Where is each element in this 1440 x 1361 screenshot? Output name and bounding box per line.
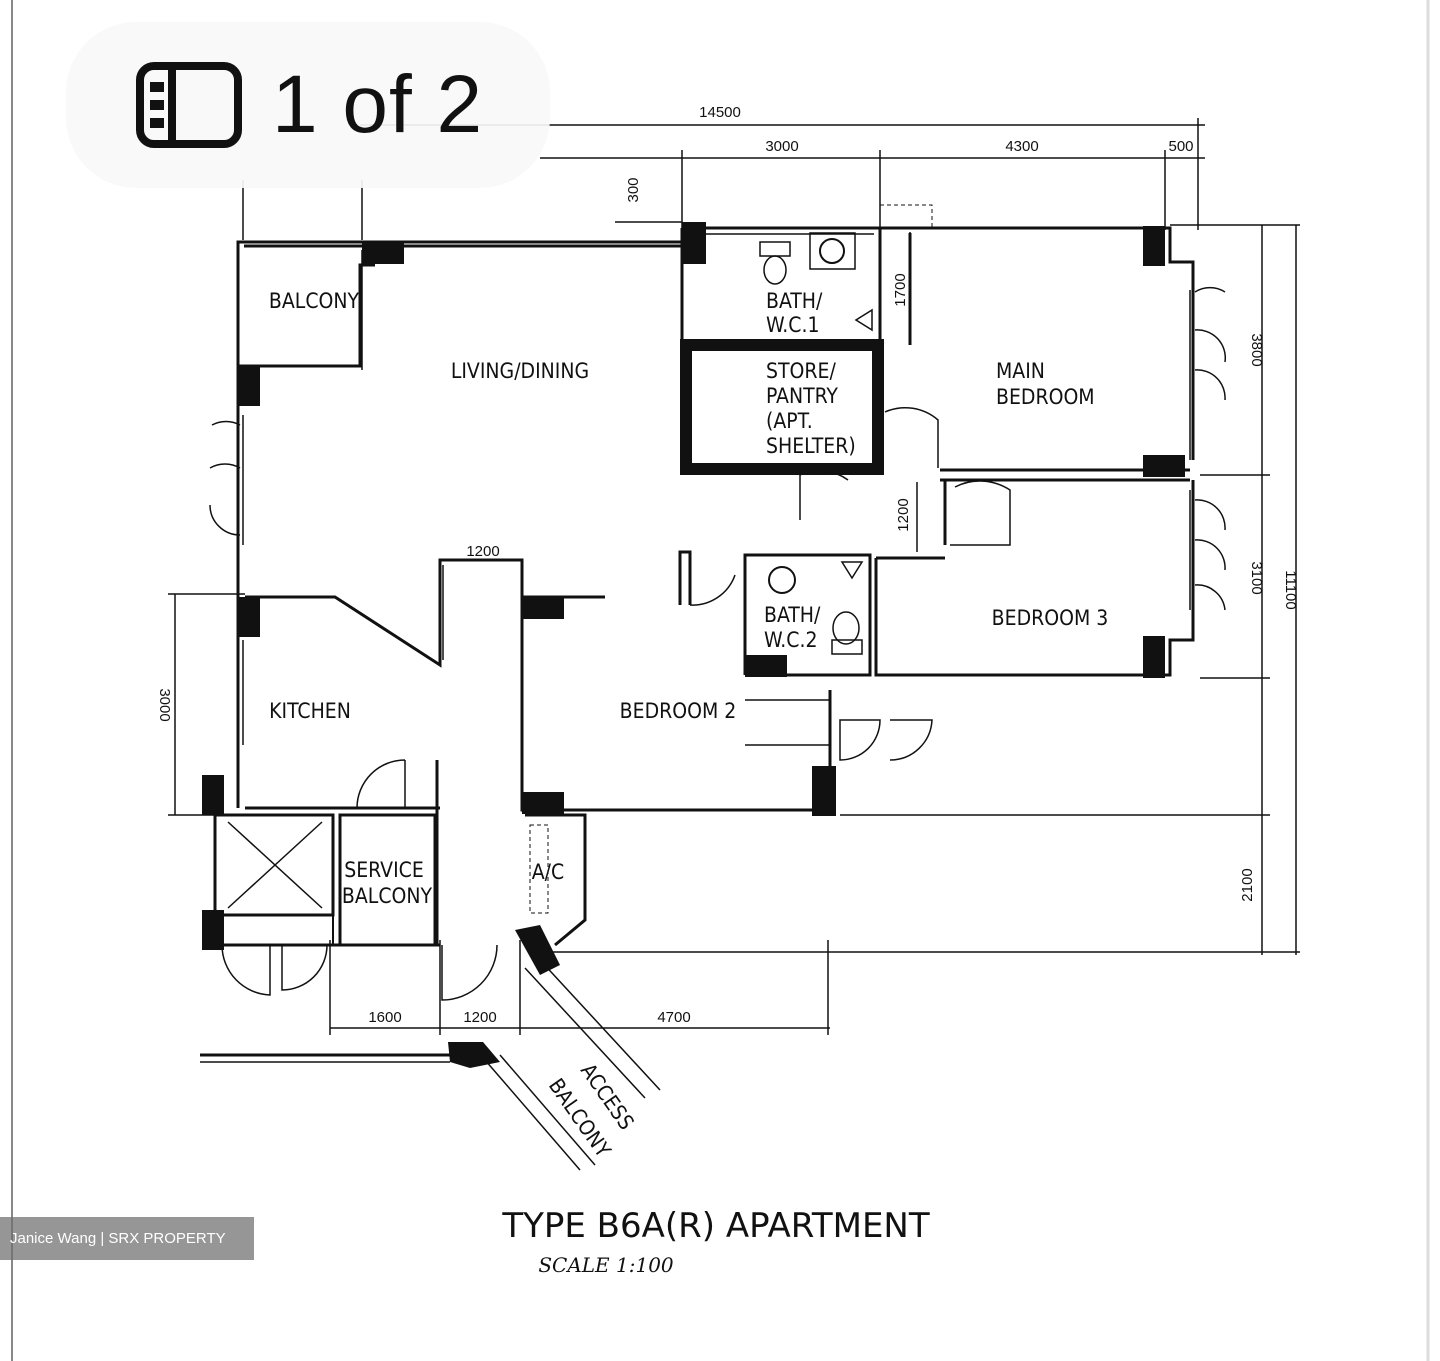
label-bath2-line1: BATH/ — [764, 603, 821, 627]
dim-11100: 11100 — [1282, 570, 1299, 610]
label-bedroom-3: BEDROOM 3 — [992, 606, 1109, 630]
label-service-line1: SERVICE — [344, 858, 424, 882]
dim-1700: 1700 — [892, 273, 909, 306]
label-bath1-line1: BATH/ — [766, 289, 823, 313]
label-store-line4: SHELTER) — [766, 434, 856, 458]
label-balcony: BALCONY — [269, 289, 360, 313]
dim-4300: 4300 — [1005, 138, 1038, 155]
walls — [200, 226, 1195, 1171]
label-main-bedroom-line1: MAIN — [996, 359, 1045, 383]
label-store-line3: (APT. — [766, 409, 813, 433]
interior-dimensions: 1700 1200 1200 — [466, 232, 918, 746]
bath-fixtures — [759, 232, 873, 655]
plan-title-block: TYPE B6A(R) APARTMENT SCALE 1:100 — [501, 1206, 930, 1277]
structural-columns — [202, 222, 1185, 1068]
photo-credit: Janice Wang | SRX PROPERTY — [0, 1217, 254, 1260]
dim-total-width: 14500 — [699, 104, 741, 121]
dim-2100: 2100 — [1239, 868, 1256, 901]
label-store-line1: STORE/ — [766, 359, 836, 383]
image-counter[interactable]: 1 of 2 — [66, 22, 550, 188]
door-swings — [209, 286, 1227, 1001]
label-kitchen: KITCHEN — [269, 699, 351, 723]
plan-title: TYPE B6A(R) APARTMENT — [501, 1206, 930, 1246]
label-bath2-line2: W.C.2 — [764, 628, 817, 652]
dim-1600: 1600 — [368, 1009, 401, 1026]
dim-1200-top: 1200 — [466, 543, 499, 560]
dim-4700: 4700 — [657, 1009, 690, 1026]
dim-3000-left: 3000 — [156, 688, 173, 721]
dim-300: 300 — [625, 177, 642, 202]
label-main-bedroom-line2: BEDROOM — [996, 385, 1095, 409]
gallery-icon — [136, 62, 242, 148]
label-service-line2: BALCONY — [342, 884, 433, 908]
label-ac: A/C — [532, 860, 564, 884]
dim-3800: 3800 — [1248, 333, 1265, 366]
right-dimensions: 3800 3100 11100 2100 — [540, 224, 1300, 955]
label-bath1-line2: W.C.1 — [766, 313, 819, 337]
counter-label: 1 of 2 — [272, 59, 484, 150]
label-bedroom-2: BEDROOM 2 — [620, 699, 737, 723]
label-living-dining: LIVING/DINING — [451, 359, 589, 383]
dim-500: 500 — [1168, 138, 1193, 155]
dim-3100: 3100 — [1248, 561, 1265, 594]
plan-scale: SCALE 1:100 — [538, 1253, 674, 1277]
dim-3000: 3000 — [765, 138, 798, 155]
dim-1200-hall: 1200 — [895, 498, 912, 531]
label-store-line2: PANTRY — [766, 384, 838, 408]
dim-1200-bottom: 1200 — [463, 1009, 496, 1026]
